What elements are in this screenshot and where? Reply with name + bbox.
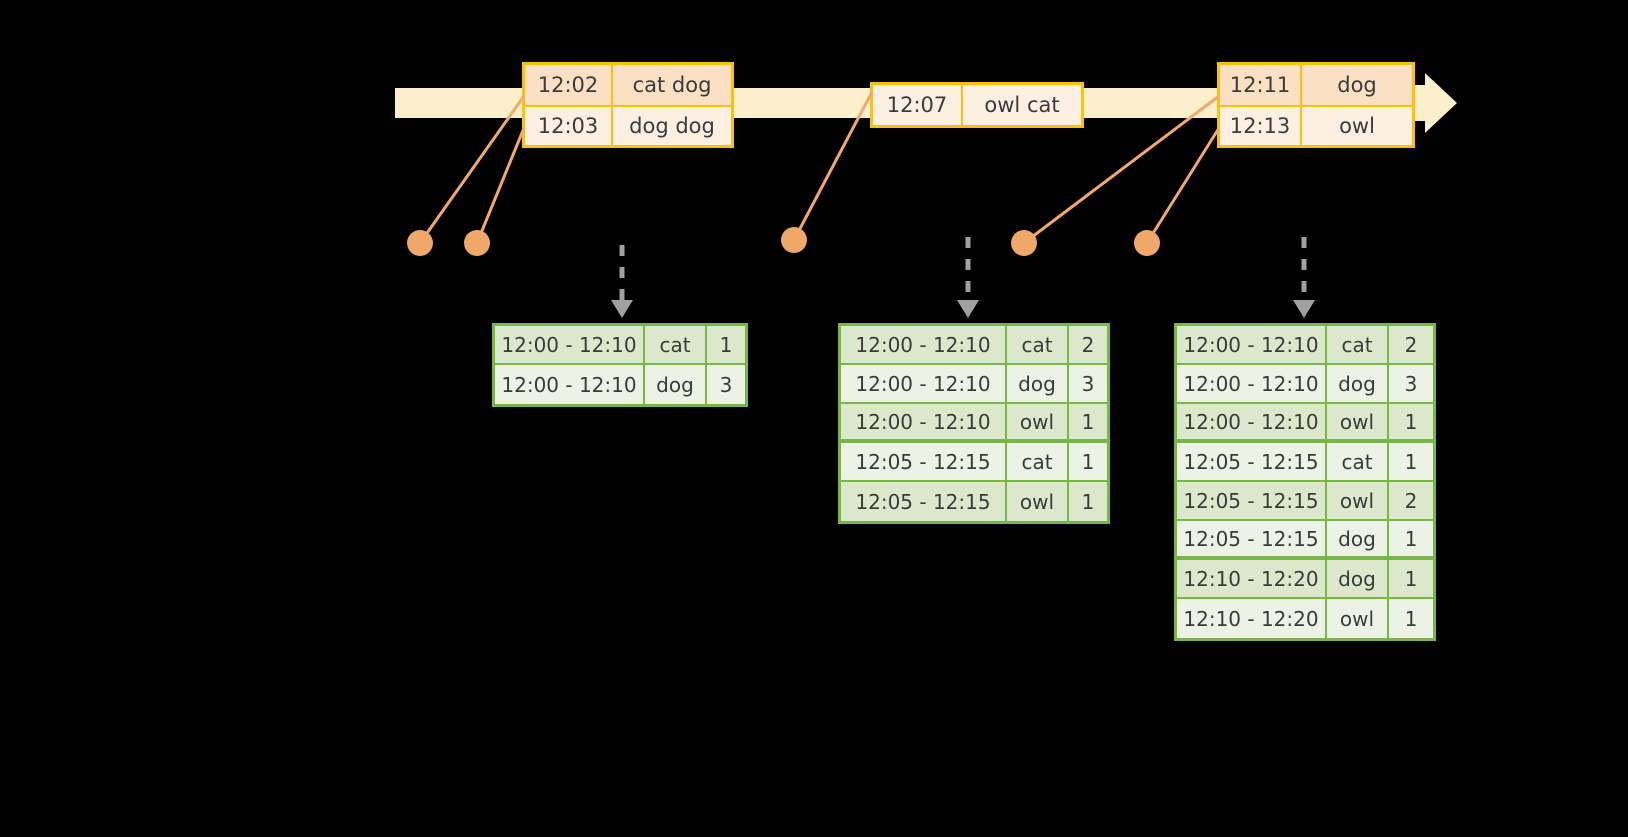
key-cell: cat	[1007, 443, 1069, 480]
window-cell: 12:00 - 12:10	[495, 365, 645, 404]
key-cell: dog	[645, 365, 707, 404]
count-cell: 1	[1081, 409, 1095, 434]
dashed-down-arrows	[611, 237, 1315, 318]
count-cell: 1	[1404, 526, 1418, 551]
event-box-3: 12:11 dog 12:13 owl	[1217, 62, 1415, 148]
event-row: 12:07 owl cat	[873, 85, 1081, 125]
key-cell: cat	[1327, 443, 1389, 480]
connector-dot	[407, 230, 433, 256]
window-cell: 12:05 - 12:15	[841, 443, 1007, 480]
key-cell: owl	[1327, 599, 1389, 638]
connector-line	[475, 127, 526, 244]
window-cell: 12:00 - 12:10	[841, 326, 1007, 363]
window-cell: 12:05 - 12:15	[1177, 482, 1327, 519]
window-cell: 12:00 - 12:10	[841, 365, 1007, 402]
key-cell: cat	[1007, 326, 1069, 363]
connector-dot	[781, 227, 807, 253]
key-cell: dog	[1327, 365, 1389, 402]
connector-line	[418, 95, 526, 244]
key-cell: owl	[1007, 482, 1069, 521]
event-time: 12:02	[525, 65, 613, 105]
count-cell: 3	[719, 372, 733, 397]
dashed-arrow-head-icon	[611, 300, 633, 318]
count-cell: 2	[1404, 488, 1418, 513]
window-cell: 12:05 - 12:15	[1177, 521, 1327, 556]
key-cell: owl	[1327, 404, 1389, 439]
count-cell: 3	[1404, 371, 1418, 396]
event-time: 12:03	[525, 107, 613, 145]
event-row: 12:02 cat dog	[525, 65, 731, 105]
count-cell: 1	[1404, 449, 1418, 474]
count-cell: 1	[719, 332, 733, 357]
key-cell: dog	[1007, 365, 1069, 402]
count-cell: 1	[1404, 606, 1418, 631]
connector-dot	[1134, 230, 1160, 256]
event-row: 12:11 dog	[1220, 65, 1412, 105]
event-box-1: 12:02 cat dog 12:03 dog dog	[522, 62, 734, 148]
key-cell: dog	[1327, 560, 1389, 597]
event-words: cat dog	[632, 73, 712, 97]
event-box-2: 12:07 owl cat	[870, 82, 1084, 128]
count-cell: 1	[1404, 409, 1418, 434]
connector-line	[1145, 127, 1221, 244]
window-cell: 12:00 - 12:10	[1177, 365, 1327, 402]
key-cell: owl	[1007, 404, 1069, 439]
key-cell: dog	[1327, 521, 1389, 556]
count-cell: 2	[1081, 332, 1095, 357]
event-words: dog	[1337, 73, 1377, 97]
event-row: 12:13 owl	[1220, 105, 1412, 145]
event-words: dog dog	[629, 114, 715, 138]
window-cell: 12:10 - 12:20	[1177, 599, 1327, 638]
window-cell: 12:10 - 12:20	[1177, 560, 1327, 597]
key-cell: cat	[1327, 326, 1389, 363]
event-words: owl cat	[984, 93, 1060, 117]
dashed-arrow-head-icon	[1293, 300, 1315, 318]
count-cell: 3	[1081, 371, 1095, 396]
event-row: 12:03 dog dog	[525, 105, 731, 145]
count-cell: 1	[1404, 566, 1418, 591]
window-cell: 12:00 - 12:10	[841, 404, 1007, 439]
window-cell: 12:00 - 12:10	[1177, 404, 1327, 439]
event-time: 12:13	[1220, 107, 1302, 145]
timeline-arrowhead-icon	[1425, 73, 1457, 133]
key-cell: owl	[1327, 482, 1389, 519]
count-cell: 1	[1081, 449, 1095, 474]
window-cell: 12:05 - 12:15	[841, 482, 1007, 521]
event-words: owl	[1339, 114, 1375, 138]
event-time: 12:11	[1220, 65, 1302, 105]
window-cell: 12:00 - 12:10	[495, 326, 645, 363]
connector-dot	[1011, 230, 1037, 256]
count-cell: 1	[1081, 489, 1095, 514]
dashed-arrow-head-icon	[957, 300, 979, 318]
count-cell: 2	[1404, 332, 1418, 357]
window-cell: 12:05 - 12:15	[1177, 443, 1327, 480]
connector-dot	[464, 230, 490, 256]
event-time: 12:07	[873, 85, 963, 125]
key-cell: cat	[645, 326, 707, 363]
window-cell: 12:00 - 12:10	[1177, 326, 1327, 363]
